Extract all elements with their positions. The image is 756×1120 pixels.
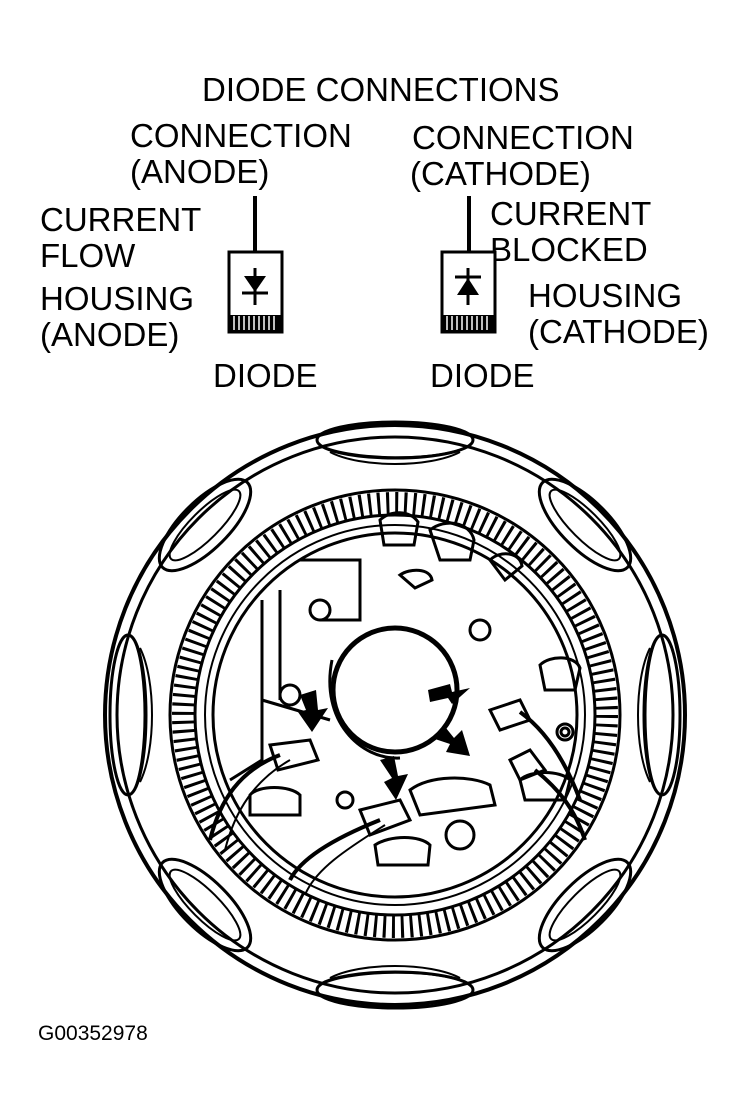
anode-housing-label: HOUSING (40, 280, 195, 317)
cathode-diode-icon (440, 196, 497, 334)
anode-connection-sublabel: (ANODE) (130, 153, 270, 190)
stator-windings (108, 420, 682, 1010)
alternator-end-view (103, 420, 687, 1010)
cathode-housing-label: HOUSING (528, 277, 683, 314)
cathode-connection-sublabel: (CATHODE) (410, 155, 591, 192)
anode-connection-label: CONNECTION (130, 117, 352, 154)
rectifier-diodes (208, 698, 587, 896)
current-flow-label: CURRENT (40, 201, 202, 238)
rectifier-plate (229, 511, 582, 867)
anode-housing-sublabel: (ANODE) (40, 316, 180, 353)
diagram-title: DIODE CONNECTIONS (202, 71, 560, 108)
left-diode-label: DIODE (213, 357, 318, 394)
figure-code: G00352978 (38, 1022, 148, 1045)
cathode-connection-label: CONNECTION (412, 119, 634, 156)
right-diode-label: DIODE (430, 357, 535, 394)
current-flow-arrows (298, 684, 470, 800)
anode-diode-icon (227, 196, 284, 334)
cathode-housing-sublabel: (CATHODE) (528, 313, 709, 350)
current-blocked-sublabel: BLOCKED (490, 231, 648, 268)
current-flow-sublabel: FLOW (40, 237, 136, 274)
current-blocked-label: CURRENT (490, 195, 652, 232)
